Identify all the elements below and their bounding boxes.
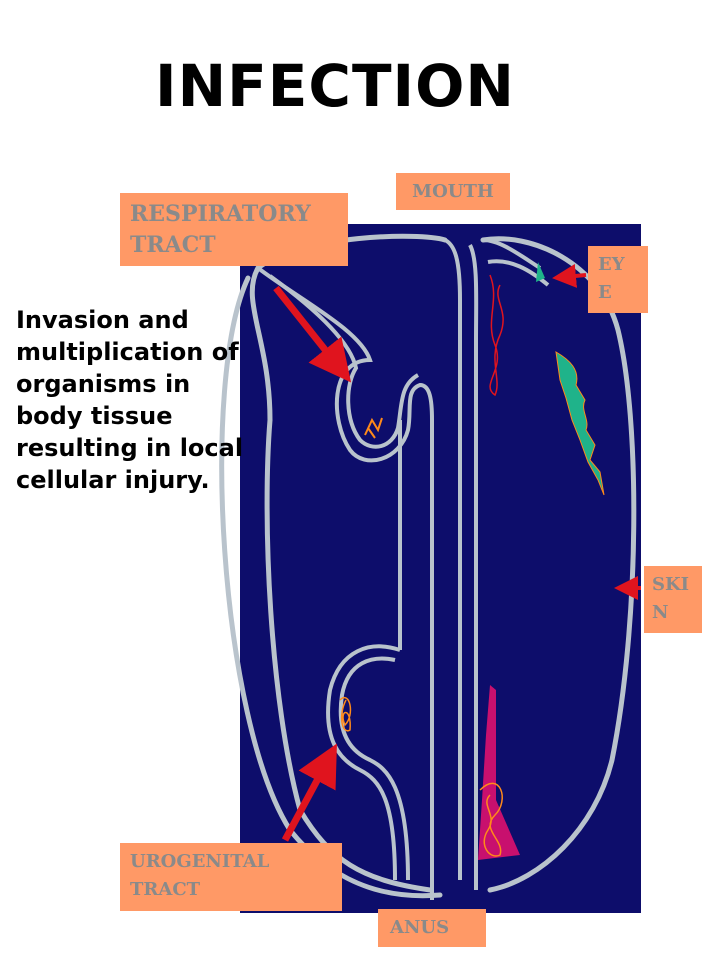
gut-tube-right <box>482 238 550 287</box>
label-mouth: MOUTH <box>396 173 510 210</box>
organism-skin <box>555 351 605 496</box>
arrow-eye <box>552 263 587 288</box>
page-title: INFECTION <box>155 52 515 120</box>
definition-text: Invasion and multiplication of organisms… <box>16 306 244 494</box>
label-eye: EYE <box>588 246 648 313</box>
label-skin: SKIN <box>644 566 702 633</box>
arrow-respiratory <box>273 285 352 383</box>
organism-eye <box>536 262 545 282</box>
respiratory-pouch <box>256 266 434 900</box>
organism-uro <box>339 697 352 732</box>
label-respiratory-tract: RESPIRATORY TRACT <box>120 193 348 266</box>
label-anus: ANUS <box>378 909 486 947</box>
organism-respiratory <box>364 417 383 439</box>
arrow-urogenital <box>281 743 337 842</box>
gut-tube-left <box>443 238 479 890</box>
organism-mouth <box>489 274 504 397</box>
label-urogenital-tract: UROGENITAL TRACT <box>120 843 342 911</box>
organism-anus <box>478 685 520 860</box>
